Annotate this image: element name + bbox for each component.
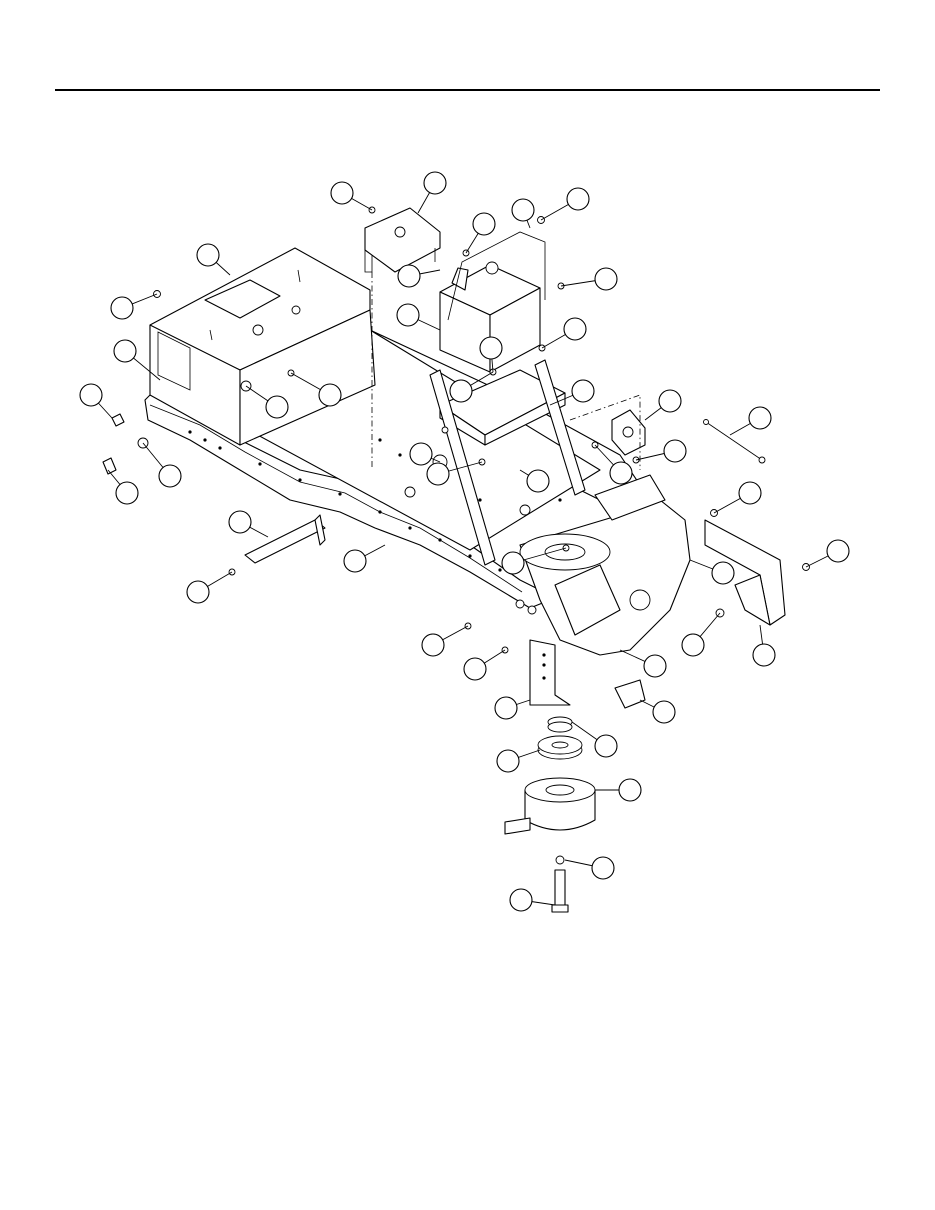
callout-bubble <box>228 510 252 534</box>
callout-bubble <box>186 580 210 604</box>
callout-bubble <box>426 462 450 486</box>
callout-bubble <box>449 379 473 403</box>
callout-bubbles <box>79 171 850 912</box>
callout-bubble <box>343 549 367 573</box>
callout-bubble <box>113 339 137 363</box>
callout-bubble <box>196 243 220 267</box>
callout-bubble <box>472 212 496 236</box>
callout-bubble <box>409 442 433 466</box>
callout-bubble <box>79 383 103 407</box>
callout-bubble <box>594 267 618 291</box>
callout-bubble <box>396 303 420 327</box>
switch-assembly <box>569 394 646 470</box>
callout-bubble <box>318 383 342 407</box>
callout-bubble <box>158 464 182 488</box>
front-axle-bracket <box>519 474 691 656</box>
callout-bubble <box>752 643 776 667</box>
callout-bubble <box>591 856 615 880</box>
callout-bubble <box>658 389 682 413</box>
callout-bubble <box>463 657 487 681</box>
seat-bracket <box>364 207 441 470</box>
callout-bubble <box>330 181 354 205</box>
callout-bubble <box>501 551 525 575</box>
callout-bubble <box>397 264 421 288</box>
callout-bubble <box>652 700 676 724</box>
callout-bubble <box>423 171 447 195</box>
callout-bubble <box>265 395 289 419</box>
callout-bubble <box>421 633 445 657</box>
callout-bubble <box>594 734 618 758</box>
callout-bubble <box>711 561 735 585</box>
callout-bubble <box>563 317 587 341</box>
header-rule <box>55 89 880 91</box>
pto-clutch-stack <box>504 716 596 913</box>
callout-bubble <box>479 336 503 360</box>
callout-bubble <box>526 469 550 493</box>
callout-bubble <box>115 481 139 505</box>
callout-bubble <box>663 439 687 463</box>
cable <box>703 419 766 464</box>
callout-bubble <box>496 749 520 773</box>
callout-bubble <box>110 296 134 320</box>
right-mount-bracket <box>704 519 786 626</box>
callout-bubble <box>681 633 705 657</box>
callout-bubble <box>509 888 533 912</box>
callout-bubble <box>609 461 633 485</box>
side-strap <box>244 514 326 564</box>
callout-bubble <box>571 379 595 403</box>
callout-bubble <box>618 778 642 802</box>
callout-bubble <box>566 187 590 211</box>
callout-bubble <box>738 481 762 505</box>
battery <box>439 231 566 446</box>
callout-bubble <box>748 406 772 430</box>
callout-bubble <box>511 198 535 222</box>
callout-bubble <box>494 696 518 720</box>
callout-bubble <box>826 539 850 563</box>
lower-mount-bracket <box>529 639 646 709</box>
callout-bubble <box>643 654 667 678</box>
